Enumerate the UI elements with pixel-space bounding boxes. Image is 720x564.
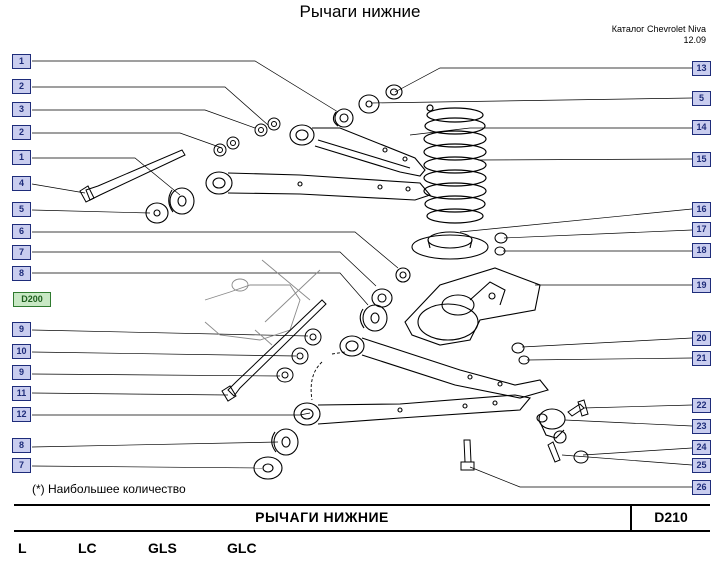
part-13-nut [385, 84, 403, 100]
footer-divider [630, 504, 632, 531]
callout-8[interactable]: 8 [12, 266, 31, 281]
parts-17-18-nut-washer [494, 232, 508, 256]
catalog-info: Каталог Chevrolet Niva 12.09 [612, 24, 706, 46]
footer-rule-bottom [14, 530, 710, 532]
footer-section-code: D210 [654, 509, 688, 525]
callout-16[interactable]: 16 [692, 202, 711, 217]
callout-17[interactable]: 17 [692, 222, 711, 237]
part-6-bushing-small [395, 267, 411, 283]
trim-level: GLS [148, 540, 177, 556]
part-1-bushing-upper [332, 108, 354, 128]
callout-7-b[interactable]: 7 [12, 458, 31, 473]
part-11-bolt-lower [221, 299, 327, 402]
callout-8-b[interactable]: 8 [12, 438, 31, 453]
callout-2-b[interactable]: 2 [12, 125, 31, 140]
callout-25[interactable]: 25 [692, 458, 711, 473]
parts-2-3-washers-upper [213, 117, 281, 157]
trim-level: GLC [227, 540, 257, 556]
reference-link-d200[interactable]: D200 [13, 292, 51, 307]
footer-rule-top [14, 504, 710, 506]
callout-7[interactable]: 7 [12, 245, 31, 260]
part-lower-arm-upper-link [339, 335, 549, 399]
callout-15[interactable]: 15 [692, 152, 711, 167]
part-1-bushing-left [168, 187, 195, 215]
callout-5[interactable]: 5 [12, 202, 31, 217]
part-15-coil-spring [423, 104, 487, 224]
part-14-upper-arm [289, 124, 426, 177]
part-4-bolt-upper [79, 149, 186, 203]
trim-levels: L LC GLS GLC [0, 540, 720, 560]
part-19-bracket [404, 267, 541, 346]
callout-9-b[interactable]: 9 [12, 365, 31, 380]
callout-2[interactable]: 2 [12, 79, 31, 94]
callout-6[interactable]: 6 [12, 224, 31, 239]
callout-1-b[interactable]: 1 [12, 150, 31, 165]
callout-23[interactable]: 23 [692, 419, 711, 434]
leader-lines [31, 60, 693, 488]
callout-21[interactable]: 21 [692, 351, 711, 366]
part-5-washer-upper [358, 94, 380, 114]
catalog-date: 12.09 [683, 35, 706, 45]
callout-24[interactable]: 24 [692, 440, 711, 455]
parts-24-25-nut-bolt [547, 441, 589, 464]
callout-4[interactable]: 4 [12, 176, 31, 191]
callout-13[interactable]: 13 [692, 61, 711, 76]
part-26-bolt [460, 439, 475, 471]
footer-section-title: РЫЧАГИ НИЖНИЕ [255, 509, 389, 525]
callout-26[interactable]: 26 [692, 480, 711, 495]
assembly-direction-arrow [310, 351, 346, 401]
catalog-name: Каталог Chevrolet Niva [611, 24, 706, 34]
parts-7-8-bushings-mid [359, 288, 393, 332]
trim-level: LC [78, 540, 97, 556]
callout-20[interactable]: 20 [692, 331, 711, 346]
callout-22[interactable]: 22 [692, 398, 711, 413]
referenced-body-part [204, 259, 321, 346]
callout-14[interactable]: 14 [692, 120, 711, 135]
callout-12[interactable]: 12 [12, 407, 31, 422]
parts-20-21-nut-washer [511, 342, 530, 365]
part-23-ball-joint [536, 408, 567, 444]
callout-5-r[interactable]: 5 [692, 91, 711, 106]
part-5-washer-left [145, 202, 169, 224]
parts-9-10-washers-lower [276, 328, 322, 383]
part-12-lower-arm [293, 394, 532, 426]
part-22-bolt [567, 399, 589, 417]
callout-11[interactable]: 11 [12, 386, 31, 401]
callout-1[interactable]: 1 [12, 54, 31, 69]
callout-10[interactable]: 10 [12, 344, 31, 359]
callout-19[interactable]: 19 [692, 278, 711, 293]
callout-3[interactable]: 3 [12, 102, 31, 117]
callout-18[interactable]: 18 [692, 243, 711, 258]
trim-level: L [18, 540, 27, 556]
part-14-lower-bar [205, 171, 431, 201]
part-16-spring-seat [411, 231, 489, 260]
callout-9[interactable]: 9 [12, 322, 31, 337]
parts-8-7-bushings-lower [253, 428, 299, 480]
footnote: (*) Наибольшее количество [32, 482, 186, 496]
page-title: Рычаги нижние [299, 2, 421, 21]
